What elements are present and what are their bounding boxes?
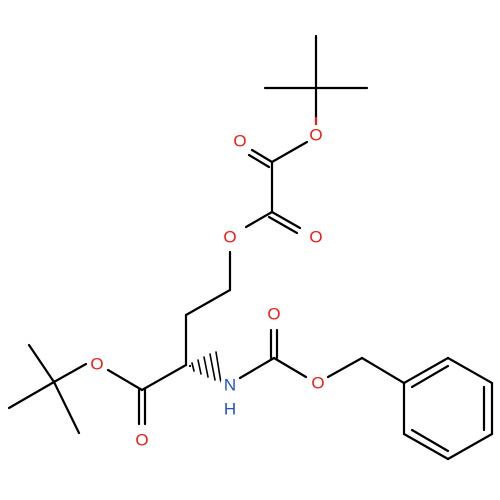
- oxalyl-carbonyl-2: [267, 210, 302, 235]
- amino-ester-carbonyl: [137, 388, 147, 426]
- atom-o-amino-ester-carbonyl: O: [132, 430, 152, 450]
- bond-ccarb-o: [272, 356, 308, 379]
- atom-label-o: O: [311, 374, 324, 393]
- atom-o-amino-ester-ether: O: [87, 354, 107, 374]
- bond-calpha-cester: [140, 363, 188, 392]
- atom-label-o: O: [223, 228, 236, 247]
- atom-o-cbz-carbonyl: O: [264, 304, 284, 324]
- benzene-ring: [402, 356, 494, 461]
- atom-label-h: H: [224, 400, 236, 419]
- atom-label-o: O: [309, 126, 322, 145]
- atom-label-o: O: [233, 132, 246, 151]
- cbz-carbonyl: [269, 328, 279, 360]
- atom-o-ether-chain: O: [220, 227, 240, 247]
- atom-o-ester1-carbonyl: O: [230, 131, 250, 151]
- bond-ch2-ch2: [184, 288, 232, 317]
- atom-label-o: O: [135, 431, 148, 450]
- atom-label-o: O: [267, 305, 280, 324]
- atom-label-n: N: [224, 376, 236, 395]
- oxalyl-carbonyl-1: [247, 148, 274, 169]
- bond-o-tbu-left: [52, 362, 88, 384]
- bond-cester-o: [106, 368, 144, 392]
- tert-butyl-top: [263, 34, 369, 120]
- atom-n-amide: N H: [220, 375, 240, 419]
- atom-o-ester1-ether: O: [306, 125, 326, 145]
- bond-ch2-phenyl: [360, 356, 406, 385]
- atom-label-o: O: [309, 228, 322, 247]
- bond-n-ccarb: [238, 356, 276, 380]
- tert-butyl-left: [7, 343, 81, 435]
- bond-c2-o-chain: [244, 210, 274, 229]
- bond-o-ch2-benzyl: [326, 356, 364, 379]
- atom-o-cbz-ether: O: [308, 373, 328, 393]
- stereo-hash-bond: [188, 351, 222, 384]
- atom-o-ester2-carbonyl: O: [306, 227, 326, 247]
- atom-label-o: O: [90, 355, 103, 374]
- bond-o-c1: [270, 140, 309, 164]
